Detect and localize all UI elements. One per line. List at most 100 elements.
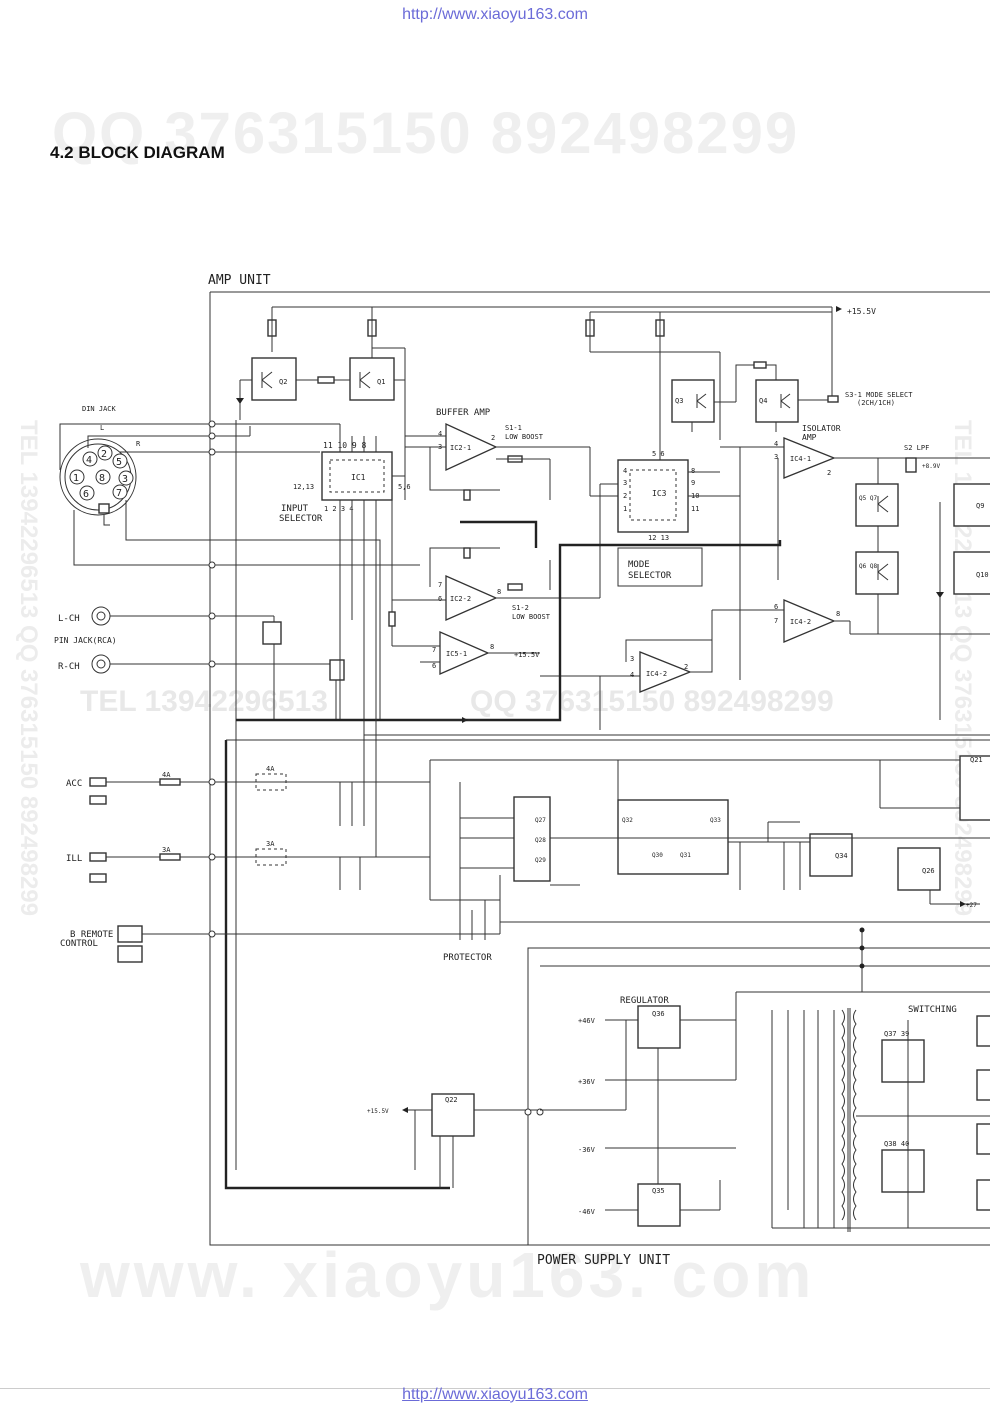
ic3-pin-3: 3 [623,479,627,487]
ic4-2-feed: IC4-2 342 [540,610,741,730]
q1-transistor [349,357,395,401]
din-pin-1: 1 [73,473,79,484]
ic4-1-label: IC4-1 [790,455,811,463]
din-pin-4: 4 [86,455,92,466]
pin-jack-label: PIN JACK(RCA) [54,636,117,645]
input-selector-label: INPUT [281,504,309,514]
svg-text:7: 7 [438,581,442,589]
power-supply-frame: POWER SUPPLY UNIT [527,947,990,1268]
q5-q7-label: Q5 Q7 [859,495,877,502]
q21-transistor [959,755,990,821]
entry-terminals [208,420,420,1170]
ic5-1-label: IC5-1 [446,650,467,658]
q26-label: Q26 [922,867,935,875]
s1-2-label: S1-2 [512,604,529,612]
q35-label: Q35 [652,1187,665,1195]
q1-label: Q1 [377,378,385,386]
din-pin-2: 2 [101,449,107,460]
q4-transistor [755,379,799,423]
acc-label: ACC [66,779,82,789]
q1-q2-block: Q2 Q1 [236,347,406,500]
svg-text:8: 8 [836,610,840,618]
q22-output-label: +15.5V [367,1108,389,1115]
ic1-left-pins: 12,13 [293,483,314,491]
mode-selector-label: MODE [628,560,650,570]
plus46v-label: +46V [578,1017,596,1025]
din-jack: DIN JACK 4 2 5 1 8 3 6 7 L R [59,405,381,720]
s2-lpf-label: S2 LPF [904,444,929,452]
acc-ill-inputs: ACC 4A ILL 3A 4A 3A [66,520,430,890]
rca-jacks: L-CH PIN JACK(RCA) R-CH [54,606,345,720]
ic1-top-pins: 11 10 9 8 [323,441,367,450]
ic3-pin-4: 4 [623,467,627,475]
q26-transistor [897,847,941,891]
top-url-watermark: http://www.xiaoyu163.com [402,6,588,23]
ic5-1-opamp [439,631,490,675]
q34-transistor [809,833,853,877]
ic2-1-label: IC2-1 [450,444,471,452]
svg-text:6: 6 [432,662,436,670]
q30-q33-pair [617,799,729,875]
protector-label: PROTECTOR [443,953,492,963]
q30-label: Q30 [652,852,663,859]
ic3-mode-selector: 5 6 4 3 2 1 8 9 10 11 IC3 12 13 MODE SEL… [589,365,780,670]
ic4-2-opamp [783,599,836,643]
power-regulator: REGULATOR +46V +36V -36V -46V Q36 Q35 [540,992,737,1227]
q29-label: Q29 [535,857,546,864]
minus36v-label: -36V [578,1146,596,1154]
svg-text:6: 6 [438,595,442,603]
ic5-1-block: IC5-1 768 +15.5V [388,500,540,675]
q21-q26-block: Q21 Q26 +27 [500,755,990,923]
buffer-amp-label: BUFFER AMP [436,408,491,418]
bottom-url-link[interactable]: http://www.xiaoyu163.com [402,1386,588,1403]
ic3-top-pins: 5 6 [652,450,665,458]
q5-q7-transistor [855,483,899,527]
q35-transistor [637,1183,681,1227]
din-r-label: R [136,440,141,448]
b-remote-label: B REMOTE [70,930,113,940]
q2-label: Q2 [279,378,287,386]
l-ch-label: L-CH [58,614,80,624]
svg-text:4: 4 [774,440,778,448]
ic4-2-feed-label: IC4-2 [646,670,667,678]
q21-label: Q21 [970,756,983,764]
svg-text:4: 4 [630,671,634,679]
isolator-amp-label: AMP [802,433,817,442]
regulator-label: REGULATOR [620,996,669,1006]
q31-label: Q31 [680,852,691,859]
s1-1-label: S1-1 [505,424,522,432]
top-supply-rail: +15.5V [267,306,876,440]
ill-fuse-label: 3A [162,846,171,854]
q3-q4-block: Q3 Q4 S3-1 MODE SELECT (2CH/1CH) [671,361,913,432]
din-jack-label: DIN JACK [82,405,117,413]
ic2-2-label: IC2-2 [450,595,471,603]
q2-transistor [251,357,297,401]
minus46v-label: -46V [578,1208,596,1216]
rail-voltage-label: +15.5V [847,307,876,316]
ic1-input-selector: 11 10 9 8 12,13 1 2 3 4 5,6 IC1 INPUT SE… [279,423,411,800]
control-label: CONTROL [60,939,98,949]
q6-q8-label: Q6 Q8 [859,563,877,570]
protector-block: Q27 Q28 Q29 PROTECTOR [429,759,990,963]
din-pin-5: 5 [116,457,122,468]
din-pin-7: 7 [116,488,122,499]
ic4-2-label: IC4-2 [790,618,811,626]
q27-label: Q27 [535,817,546,824]
ic3-pin-9: 9 [691,479,695,487]
svg-text:2: 2 [827,469,831,477]
ic3-label: IC3 [652,489,667,498]
signal-routing [224,520,990,1190]
page-title: 4.2 BLOCK DIAGRAM [50,143,225,162]
q22-transistor [431,1093,475,1137]
svg-text:4: 4 [438,430,442,438]
q30-q34-block: Q32 Q33 Q30 Q31 Q34 [617,760,853,890]
amp-acc-fuse-label: 4A [266,765,275,773]
ic3-pin-11: 11 [691,505,699,513]
low-boost-label: LOW BOOST [505,433,544,441]
low-boost-label-2: LOW BOOST [512,613,551,621]
ic5-supply-label: +15.5V [514,651,540,659]
mode-selector-label-2: SELECTOR [628,571,672,581]
amp-unit-frame: AMP UNIT [208,273,990,1246]
ill-label: ILL [66,854,82,864]
